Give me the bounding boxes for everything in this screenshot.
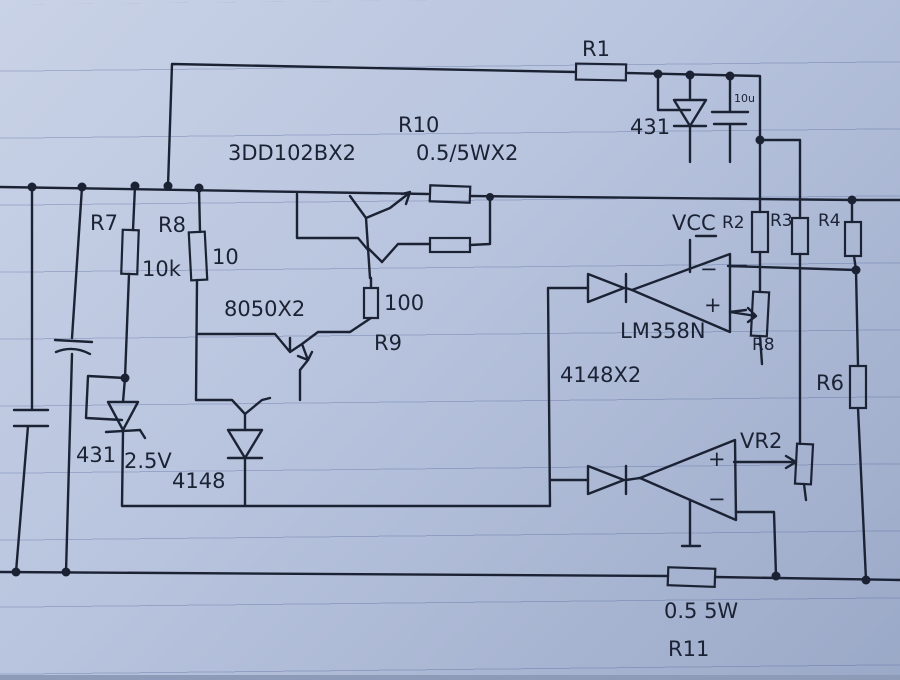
transistor-3dd102b <box>295 190 432 280</box>
resistor-r9 <box>348 276 380 334</box>
label-r2: R2 <box>722 213 745 233</box>
diodes-4148x2 <box>546 272 642 508</box>
label-r11: R11 <box>668 637 709 661</box>
left-capacitor <box>12 185 50 574</box>
vr2-trimmer <box>732 442 815 502</box>
label-q-driver: 8050X2 <box>224 297 305 321</box>
resistor-r4 <box>726 198 863 272</box>
resistor-r7 <box>120 184 140 380</box>
label-r10-rating: 0.5/5WX2 <box>416 141 518 165</box>
opamp-lower-plus: + <box>708 447 726 471</box>
transistor-8050-lower <box>194 396 272 432</box>
label-opamp: LM358N <box>620 319 706 343</box>
label-4148: 4148 <box>172 469 225 493</box>
label-cap-10u: 10u <box>734 92 755 105</box>
label-r7: R7 <box>90 211 118 235</box>
label-ref-voltage: 2.5V <box>124 449 172 473</box>
label-431-left: 431 <box>76 443 116 467</box>
resistors-r10 <box>428 184 494 254</box>
label-r4: R4 <box>818 211 841 231</box>
diode-4148 <box>226 428 264 508</box>
divider-wire-r2-r3 <box>758 138 802 220</box>
electrolytic-capacitor <box>53 185 94 574</box>
upper-loop-wire <box>166 62 762 188</box>
opamp-upper-minus: − <box>700 257 718 281</box>
label-r10: R10 <box>398 113 439 137</box>
resistor-r2 <box>750 138 770 294</box>
label-r6: R6 <box>816 371 844 395</box>
opamp-lower <box>638 438 778 578</box>
label-4148x2: 4148X2 <box>560 363 641 387</box>
label-r9-value: 100 <box>384 291 424 315</box>
label-q-main: 3DD102BX2 <box>228 141 356 165</box>
label-r8-trim: R8 <box>752 335 775 355</box>
opamp-upper-plus: + <box>704 293 722 317</box>
label-r8-value: 10 <box>212 245 239 269</box>
label-vcc: VCC <box>672 211 716 235</box>
label-r7-value: 10k <box>142 257 182 281</box>
resistor-r11 <box>666 566 717 588</box>
capacitor-10u <box>710 72 750 164</box>
label-vr2: VR2 <box>740 429 782 453</box>
label-r11-rating: 0.5 5W <box>664 599 738 623</box>
tl431-top <box>656 72 708 164</box>
trimmer-r8 <box>728 290 771 366</box>
opamp-lower-minus: − <box>708 487 726 511</box>
bottom-rail <box>0 570 900 582</box>
label-431-top: 431 <box>630 115 670 139</box>
junction-dots <box>11 69 871 585</box>
resistor-r8 <box>187 186 209 402</box>
tl431-left <box>84 374 552 508</box>
label-r9: R9 <box>374 331 402 355</box>
transistor-8050-upper <box>195 330 352 402</box>
opamp-upper <box>630 234 748 334</box>
resistor-r3 <box>790 216 810 446</box>
label-r1: R1 <box>582 37 610 61</box>
label-r3: R3 <box>770 211 793 231</box>
resistor-r6 <box>848 268 868 582</box>
resistor-r1 <box>574 62 628 82</box>
label-r8: R8 <box>158 213 186 237</box>
